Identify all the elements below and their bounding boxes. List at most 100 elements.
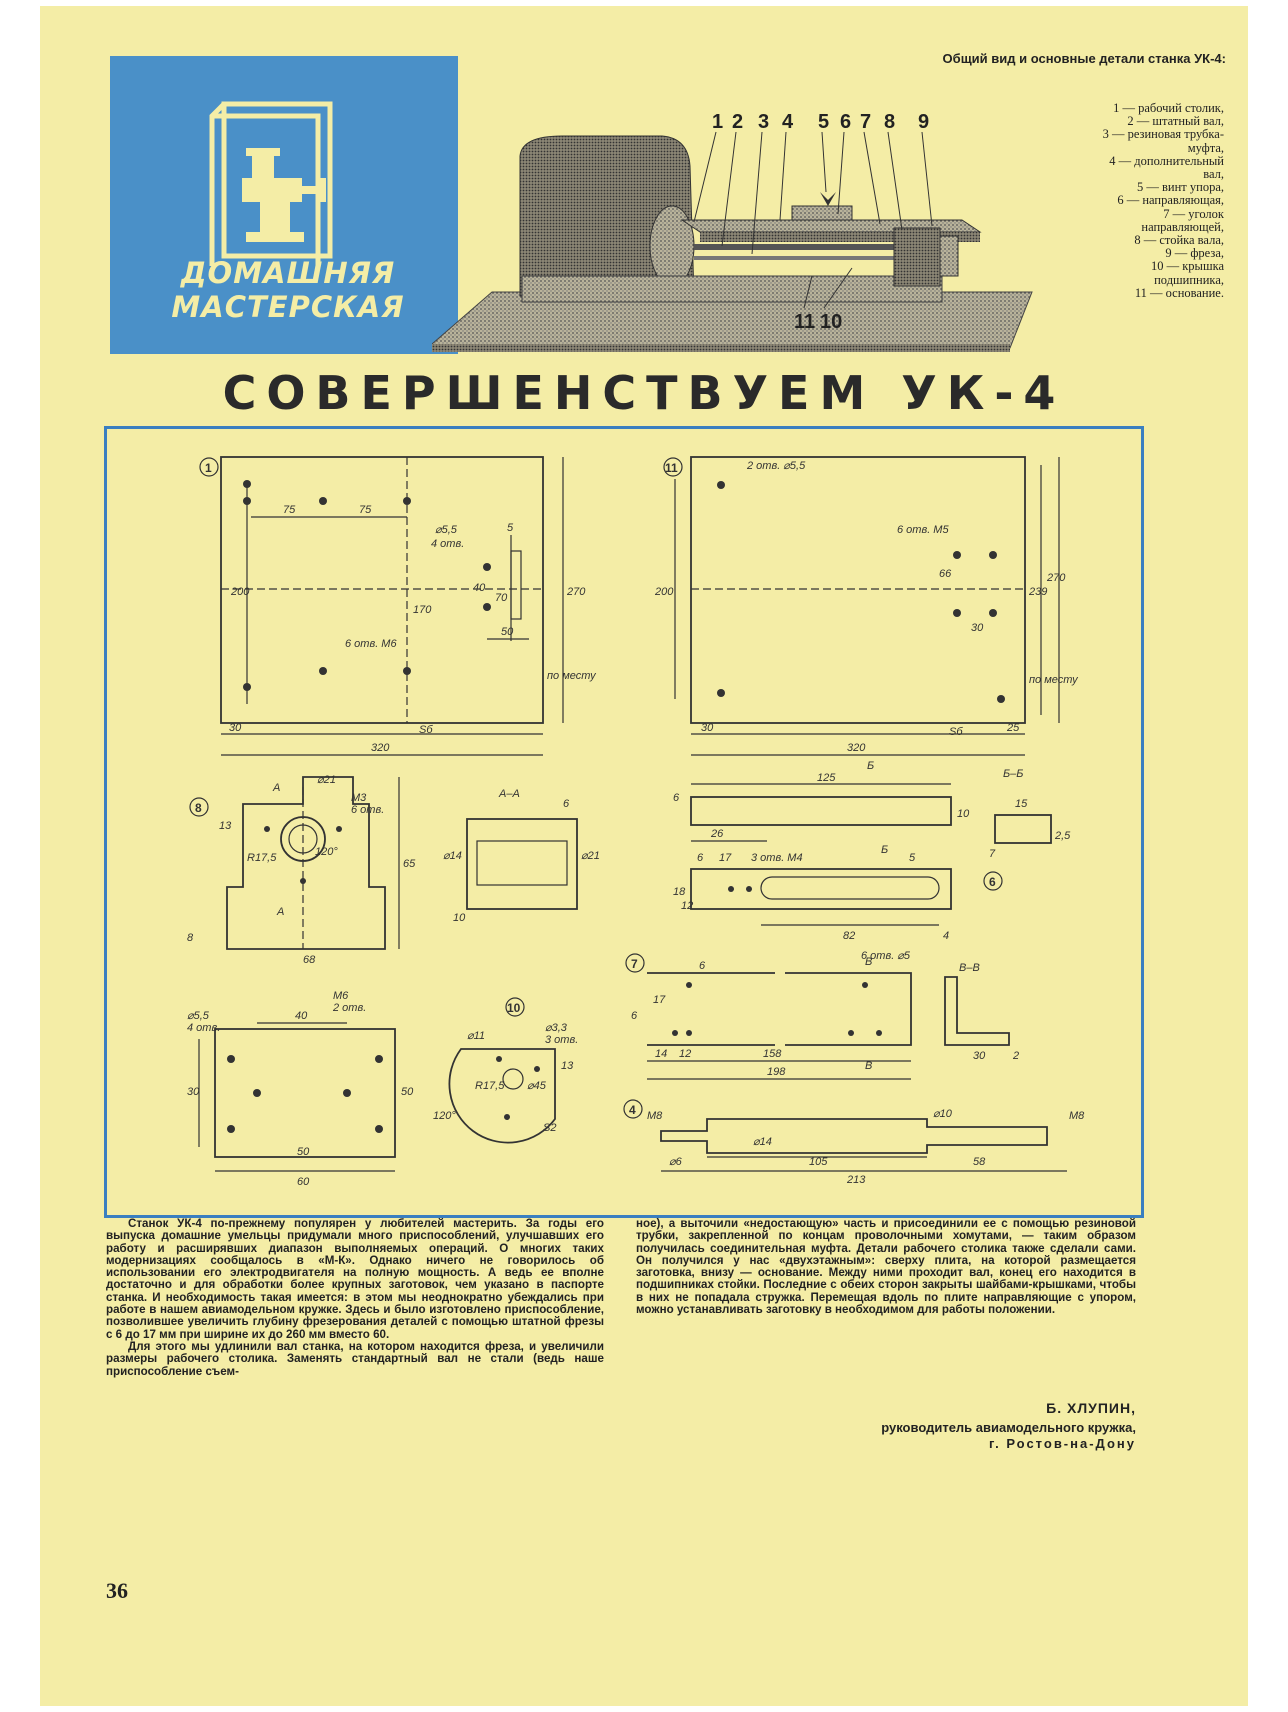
dim-label: 5 <box>507 522 514 534</box>
legend-item: 9 — фреза, <box>1165 246 1224 261</box>
callout-1: 1 <box>712 111 723 133</box>
dim-label: 239 <box>1028 586 1047 598</box>
author-name: Б. ХЛУПИН, <box>1046 1400 1136 1416</box>
technical-drawings: 1 11 8 6 7 4 10 75 75 ⌀5,5 4 отв. 5 200 … <box>187 456 1085 1188</box>
part4-outline <box>660 1118 1048 1154</box>
dim-label: М6 <box>333 990 349 1002</box>
dim-label: 200 <box>230 586 250 598</box>
callout-6: 6 <box>840 111 851 133</box>
dim-label: Sб <box>949 726 963 738</box>
part1-outline <box>220 456 544 724</box>
section-aa-outline <box>466 818 578 910</box>
dim-label: 60 <box>297 1176 310 1188</box>
article-paragraph: Станок УК-4 по-прежнему популярен у люби… <box>106 1217 604 1341</box>
dim-label: 13 <box>219 820 232 832</box>
dim-label: ⌀21 <box>581 850 600 862</box>
dim-label: R17,5 <box>247 852 277 864</box>
callout-9: 9 <box>918 111 929 133</box>
dim-label: ⌀3,3 <box>545 1022 568 1034</box>
dim-label: 2 отв. <box>332 1002 366 1014</box>
technical-drawings-frame: 1 11 8 6 7 4 10 75 75 ⌀5,5 4 отв. 5 200 … <box>104 426 1144 1218</box>
machine-illustration: 1 2 3 4 5 6 7 8 9 11 10 <box>432 111 1033 352</box>
dim-label: 6 <box>673 792 680 804</box>
dim-label: 82 <box>843 930 855 942</box>
dim-label: 4 отв. <box>431 538 464 550</box>
dim-label: 4 отв. <box>187 1022 220 1034</box>
part-number-11: 11 <box>665 461 678 475</box>
author-signature: Б. ХЛУПИН, руководитель авиамодельного к… <box>881 1400 1136 1452</box>
part-number-6: 6 <box>989 875 996 889</box>
dim-label: 6 <box>563 798 570 810</box>
dim-label: 2 отв. ⌀5,5 <box>746 460 806 472</box>
dim-label: 6 отв. М6 <box>345 638 397 650</box>
dim-label: 198 <box>767 1066 786 1078</box>
callout-8: 8 <box>884 111 895 133</box>
dim-label: 68 <box>303 954 316 966</box>
dim-label: 4 <box>943 930 949 942</box>
part-number-1: 1 <box>205 461 212 475</box>
dim-label: 70 <box>495 592 508 604</box>
legend-item: 4 — дополнительный вал, <box>1109 153 1224 182</box>
dim-label: 3 отв. <box>545 1034 578 1046</box>
dim-label: Б <box>867 760 874 772</box>
legend-item: 3 — резиновая трубка-муфта, <box>1102 127 1224 155</box>
dim-label: 6 <box>699 960 706 972</box>
article-paragraph: ное), а выточили «недостающую» часть и п… <box>636 1217 1136 1317</box>
dim-label: 170 <box>413 604 432 616</box>
callout-7: 7 <box>860 111 871 133</box>
dim-label: 18 <box>673 886 686 898</box>
dim-label: 6 <box>697 852 704 864</box>
dim-label: ⌀5,5 <box>435 524 458 536</box>
dim-label: ⌀11 <box>467 1030 485 1042</box>
part-number-10: 10 <box>507 1001 521 1015</box>
dim-label: М8 <box>647 1110 663 1122</box>
dim-label: 13 <box>561 1060 574 1072</box>
dim-label: ⌀14 <box>443 850 462 862</box>
dim-label: 6 отв. ⌀5 <box>861 950 911 962</box>
dim-label: А <box>276 906 284 918</box>
dim-label: А <box>272 782 280 794</box>
dim-label: 320 <box>847 742 866 754</box>
article-column-left: Станок УК-4 по-прежнему популярен у люби… <box>106 1217 604 1378</box>
dim-label: по месту <box>547 670 597 682</box>
legend-item: 6 — направляющая, <box>1117 193 1224 208</box>
dim-label: 2,5 <box>1054 830 1071 842</box>
dim-label: 270 <box>1046 572 1066 584</box>
dim-label: 2 <box>1012 1050 1019 1062</box>
dim-label: 213 <box>846 1174 866 1186</box>
dim-label: В <box>865 956 872 968</box>
dim-label: 25 <box>1006 722 1020 734</box>
dim-label: 125 <box>817 772 836 784</box>
dim-label: 8 <box>187 932 194 944</box>
dim-label: 5 <box>909 852 916 864</box>
dim-label: 6 <box>631 1010 638 1022</box>
dim-label: В <box>865 1060 872 1072</box>
author-role: руководитель авиамодельного кружка, <box>881 1420 1136 1435</box>
callout-2: 2 <box>732 111 743 133</box>
legend-item: 7 — уголок направляющей, <box>1141 206 1224 234</box>
page-number: 36 <box>106 1578 128 1603</box>
legend-item: 8 — стойка вала, <box>1134 233 1224 248</box>
dim-label: 26 <box>710 828 724 840</box>
callout-10: 10 <box>820 311 842 333</box>
bearing-plate-outline <box>214 1028 396 1158</box>
callout-11: 11 <box>794 311 815 333</box>
part7-outline <box>647 972 912 1046</box>
part10-outline <box>448 1048 556 1144</box>
dim-label: 66 <box>939 568 952 580</box>
part6-section-outline <box>994 814 1052 844</box>
dim-label: А–А <box>498 788 520 800</box>
dim-label: 120° <box>315 846 338 858</box>
figure-legend: 1 — рабочий столик, 2 — штатный вал, 3 —… <box>1094 101 1224 300</box>
part-number-8: 8 <box>195 801 202 815</box>
dim-label: 7 <box>989 848 996 860</box>
dim-label: 12 <box>679 1048 691 1060</box>
rubric-title-line2: МАСТЕРСКАЯ <box>171 290 405 324</box>
dim-label: Sб <box>419 724 433 736</box>
dim-label: 200 <box>654 586 674 598</box>
dim-label: 120° <box>433 1110 456 1122</box>
dim-label: 6 отв. <box>351 804 384 816</box>
dim-label: 75 <box>283 504 296 516</box>
dim-label: М8 <box>1069 1110 1085 1122</box>
dim-label: R17,5 <box>475 1080 505 1092</box>
